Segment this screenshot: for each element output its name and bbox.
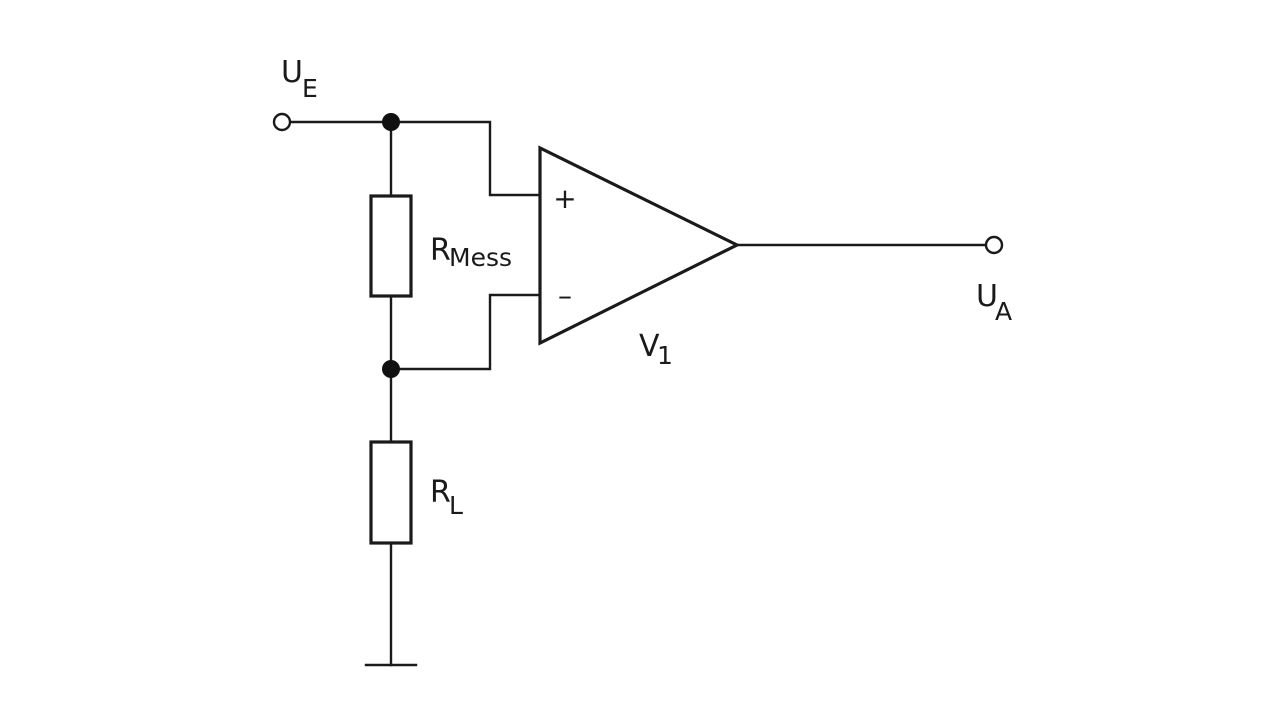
label-rmess-subscript: Mess — [449, 243, 512, 272]
label-rl-subscript: L — [449, 491, 463, 520]
junction-middle — [382, 360, 400, 378]
label-output-voltage-subscript: A — [995, 297, 1012, 326]
label-amplifier-subscript: 1 — [657, 341, 673, 370]
terminal-output — [984, 235, 1004, 255]
label-rmess: R — [430, 233, 451, 268]
label-rl: R — [430, 475, 451, 510]
resistor-rmess — [369, 194, 413, 298]
junction-top — [382, 113, 400, 131]
label-input-voltage-subscript: E — [302, 74, 318, 103]
label-output-voltage: U — [976, 279, 998, 314]
resistor-rl — [369, 440, 413, 545]
label-amplifier: V — [639, 329, 660, 364]
wire-top-node-to-plus-input — [389, 120, 542, 197]
terminal-input — [272, 112, 292, 132]
wire-mid-node-to-minus-input — [389, 293, 542, 371]
opamp-minus-sign: – — [558, 279, 572, 312]
label-input-voltage: U — [281, 55, 303, 90]
opamp-plus-sign: + — [553, 182, 576, 215]
opamp-triangle — [538, 145, 741, 346]
